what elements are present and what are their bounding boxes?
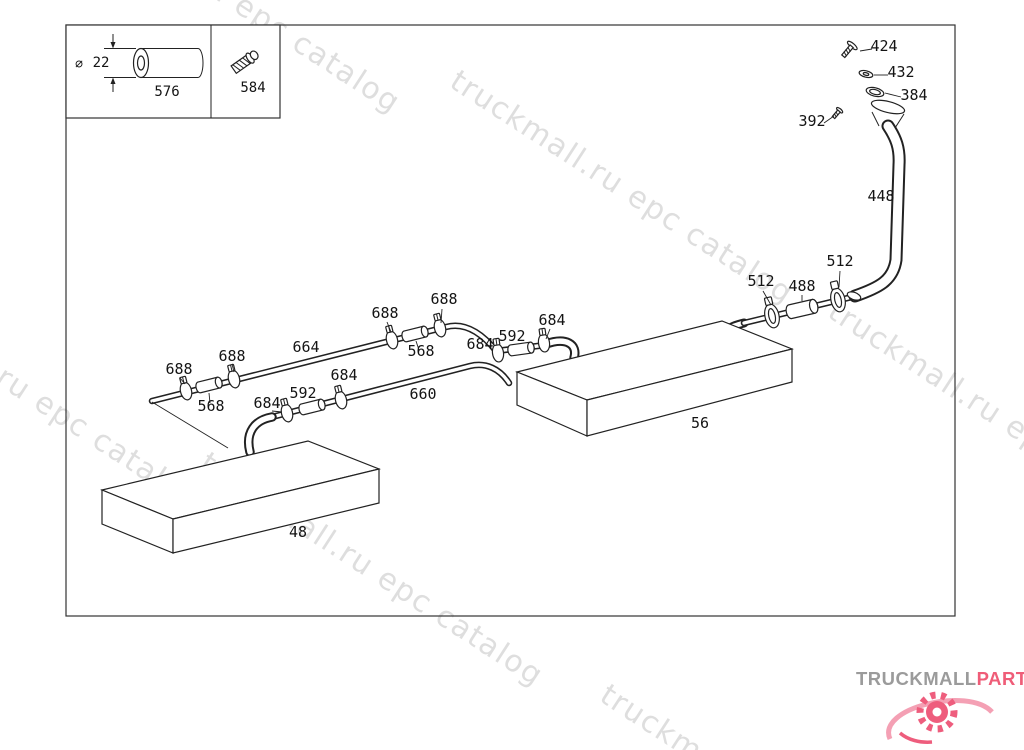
- part-number-label: 664: [292, 338, 319, 356]
- gear-swoosh-icon: [886, 691, 994, 744]
- part-number-label: 592: [289, 384, 316, 402]
- part-number-label: 592: [498, 327, 525, 345]
- screw-424: [840, 40, 858, 59]
- part-number-label: 48: [289, 523, 307, 541]
- part-number-label: 488: [788, 277, 815, 295]
- part-number-label: 568: [407, 342, 434, 360]
- part-number-label: 56: [691, 414, 709, 432]
- leader-lines: [151, 48, 902, 449]
- part-number-label: ∅: [75, 57, 83, 72]
- part-number-label: 392: [798, 112, 825, 130]
- logo-text-accent: PARTS: [977, 668, 1024, 689]
- pipe-448-assembly: [831, 40, 906, 303]
- part-number-label: 688: [218, 347, 245, 365]
- washer-432: [858, 69, 874, 79]
- part-number-label: 688: [430, 290, 457, 308]
- part-number-label: 576: [154, 84, 179, 100]
- part-number-label: 424: [870, 37, 897, 55]
- pipe-opening: [846, 291, 862, 301]
- gasket-ring-384: [865, 86, 885, 98]
- part-number-label: 688: [165, 360, 192, 378]
- part-number-label: 684: [330, 366, 357, 384]
- part-number-label: 684: [538, 311, 565, 329]
- part-number-label: 688: [371, 304, 398, 322]
- logo-text-gray: TRUCKMALL: [856, 668, 977, 689]
- bushing-576: [132, 47, 204, 79]
- part-number-label: 512: [747, 272, 774, 290]
- logo-text: TRUCKMALLPARTS: [856, 668, 1024, 689]
- part-number-label: 684: [466, 335, 493, 353]
- screw-392: [831, 106, 844, 120]
- part-number-label: 584: [240, 80, 265, 96]
- heater-box-56: [515, 320, 794, 437]
- part-number-label: 512: [826, 252, 853, 270]
- dimension-22: [104, 34, 136, 92]
- part-labels-layer: 424 432 384 392 448 512 488 512 688 688 568 664 684 5…: [75, 37, 927, 541]
- plug-584: [230, 50, 259, 75]
- heater-box-48: [100, 440, 381, 554]
- part-number-label: 22: [93, 55, 110, 71]
- part-number-label: 384: [900, 86, 927, 104]
- truckmall-logo: TRUCKMALLPARTS: [856, 668, 1024, 744]
- part-number-label: 448: [867, 187, 894, 205]
- part-number-label: 684: [253, 394, 280, 412]
- part-number-label: 660: [409, 385, 436, 403]
- part-number-label: 432: [887, 63, 914, 81]
- diagram-border: [65, 24, 956, 617]
- part-number-label: 568: [197, 397, 224, 415]
- flange-384: [870, 99, 906, 129]
- inset-box: [65, 24, 281, 119]
